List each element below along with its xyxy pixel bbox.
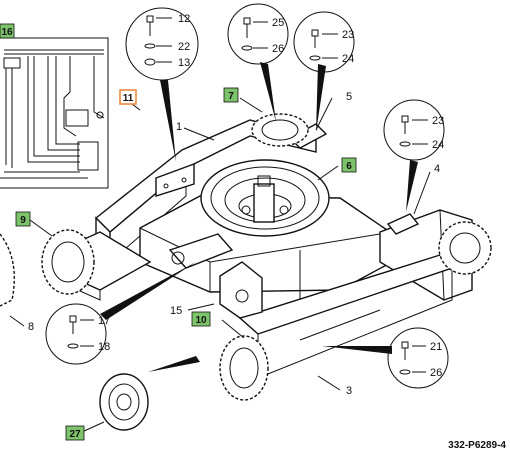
sprocket-front-10 <box>219 335 269 401</box>
hydraulic-schematic-inset <box>0 37 109 189</box>
callout-bubble-17-18 <box>45 303 107 365</box>
svg-text:11: 11 <box>123 93 134 104</box>
drive-hub-27 <box>99 373 149 431</box>
callout-18: 18 <box>98 341 110 353</box>
callout-13: 13 <box>178 57 190 69</box>
callout-8: 8 <box>28 321 34 333</box>
callout-22: 22 <box>178 41 190 53</box>
callout-5: 5 <box>346 91 352 103</box>
svg-text:6: 6 <box>346 161 352 172</box>
callout-bubble-12-22-13 <box>125 7 199 81</box>
callout-26-top: 26 <box>272 43 284 55</box>
tag-11[interactable]: 11 <box>119 89 137 105</box>
callout-23-right: 23 <box>432 115 444 127</box>
number-leaders <box>9 97 431 433</box>
callout-bubble-25-26 <box>227 3 289 65</box>
tag-27[interactable]: 27 <box>65 425 85 441</box>
svg-text:27: 27 <box>69 429 81 440</box>
callout-3: 3 <box>346 385 352 397</box>
svg-text:7: 7 <box>228 91 234 102</box>
callout-24-top: 24 <box>342 53 354 65</box>
callout-1: 1 <box>176 121 182 133</box>
track-frame-assembly <box>59 119 473 379</box>
callout-numbers: 12 22 13 25 26 23 24 5 1 4 23 24 8 15 17… <box>28 13 444 397</box>
tag-16[interactable]: 16 <box>0 23 15 39</box>
tag-7[interactable]: 7 <box>223 87 239 103</box>
drawing-reference: 332-P6289-4 <box>448 440 506 451</box>
svg-text:9: 9 <box>20 215 26 226</box>
callout-15: 15 <box>170 305 182 317</box>
callout-21: 21 <box>430 341 442 353</box>
callout-25: 25 <box>272 17 284 29</box>
sprocket-left-9 <box>41 229 95 295</box>
callout-bubble-21-26 <box>387 327 449 389</box>
tag-10[interactable]: 10 <box>191 311 211 327</box>
sprocket-top-7 <box>251 113 309 147</box>
callout-26-bottom: 26 <box>430 367 442 379</box>
svg-text:16: 16 <box>1 27 13 38</box>
callout-bubble-23-24-top <box>293 11 355 73</box>
callout-23-top: 23 <box>342 29 354 41</box>
svg-text:10: 10 <box>195 315 207 326</box>
callout-17: 17 <box>98 315 110 327</box>
sprocket-partial-8 <box>0 233 15 307</box>
tag-9[interactable]: 9 <box>15 211 31 227</box>
tag-6[interactable]: 6 <box>341 157 357 173</box>
callout-4: 4 <box>434 163 440 175</box>
leader-wedges <box>100 62 418 372</box>
callout-bubble-23-24-right <box>383 99 445 161</box>
callout-24-right: 24 <box>432 139 444 151</box>
callout-12: 12 <box>178 13 190 25</box>
idler-wheel-right <box>438 221 492 275</box>
